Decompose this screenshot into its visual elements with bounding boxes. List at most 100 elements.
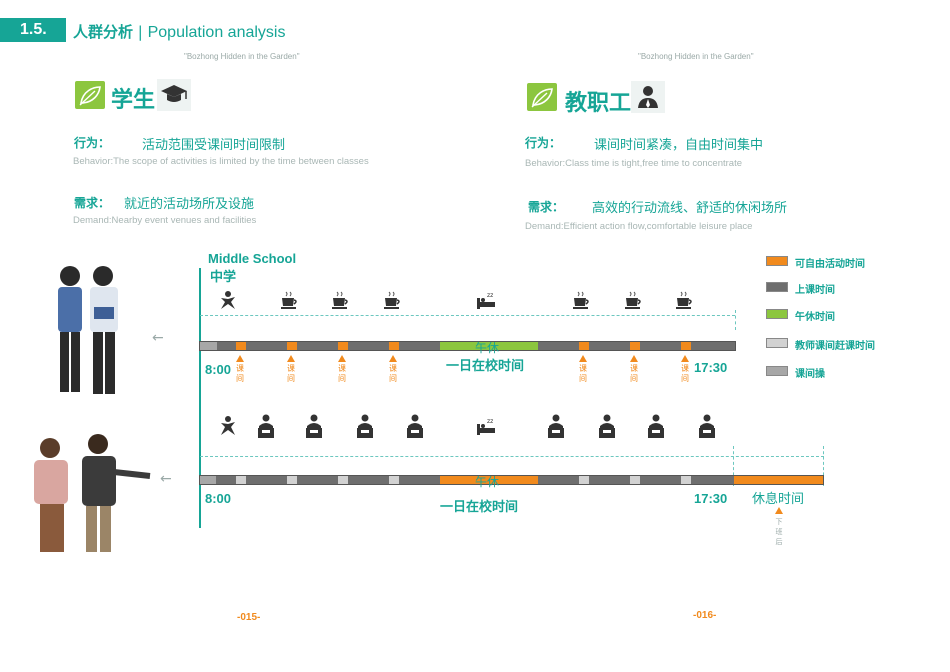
- students-figure: [58, 266, 118, 394]
- teacher-at-podium-icon: [548, 414, 564, 438]
- staff-behavior-label: 行为：: [525, 136, 562, 150]
- teacher-start-time: 8:00: [205, 491, 232, 506]
- student-behavior-text: 活动范围受课间时间限制: [142, 138, 286, 153]
- bar-segment-lunch: [440, 476, 538, 484]
- break-marker: [389, 355, 397, 362]
- coffee-cup-icon: [281, 291, 297, 309]
- teacher-at-podium-icon: [258, 414, 274, 438]
- student-start-time: 8:00: [205, 362, 232, 377]
- student-demand-text: 就近的活动场所及设施: [124, 197, 255, 212]
- graduation-cap-icon: [157, 79, 191, 111]
- legend-swatch: [766, 366, 788, 376]
- break-marker: [579, 355, 587, 362]
- student-behavior-label: 行为：: [74, 136, 111, 150]
- bar-segment-rush: [287, 476, 297, 484]
- legend-label: 上课时间: [795, 285, 835, 296]
- teacher-end-time: 17:30: [694, 491, 728, 506]
- rest-time-label: 休息时间: [752, 492, 805, 507]
- after-work-label: 下班后: [775, 518, 783, 546]
- student-schedule-bar: [199, 341, 736, 351]
- legend-swatch: [766, 338, 788, 348]
- section-number-badge: 1.5.: [0, 18, 66, 42]
- coffee-cup-icon: [676, 291, 692, 309]
- coffee-cup-icon: [332, 291, 348, 309]
- teacher-at-podium-icon: [407, 414, 423, 438]
- bar-segment-rush: [579, 476, 589, 484]
- bar-segment-break: [579, 342, 589, 350]
- timeline-header-en: Middle School: [208, 251, 297, 266]
- legend-label: 课间操: [795, 369, 825, 380]
- subtitle-left: "Bozhong Hidden in the Garden": [184, 52, 300, 61]
- student-demand-label: 需求：: [74, 196, 111, 210]
- staff-demand-en: Demand:Efficient action flow,comfortable…: [525, 221, 753, 232]
- section-title-en: Population analysis: [147, 24, 286, 41]
- break-label: 课间: [389, 364, 397, 383]
- bar-segment-break: [338, 342, 348, 350]
- bar-segment-rush: [236, 476, 246, 484]
- teacher-day-label: 一日在校时间: [440, 500, 519, 515]
- bar-segment-break: [681, 342, 691, 350]
- subtitle-right: "Bozhong Hidden in the Garden": [638, 52, 754, 61]
- sleeping-bed-icon: zz: [477, 418, 495, 435]
- break-label: 课间: [579, 364, 587, 383]
- teacher-schedule-bar: [199, 475, 824, 485]
- bar-segment-rush: [338, 476, 348, 484]
- break-marker: [287, 355, 295, 362]
- break-label: 课间: [236, 364, 244, 383]
- after-work-marker: [775, 507, 783, 514]
- student-day-label: 一日在校时间: [446, 359, 525, 374]
- student-demand-en: Demand:Nearby event venues and facilitie…: [73, 215, 257, 226]
- staff-behavior-text: 课间时间紧凑，自由时间集中: [594, 138, 764, 153]
- student-lunch-label: 午休: [475, 341, 500, 355]
- teacher-at-podium-icon: [357, 414, 373, 438]
- section-title-sep: |: [133, 23, 148, 41]
- legend-label: 教师课间赶课时间: [795, 341, 875, 352]
- teacher-lunch-label: 午休: [475, 475, 500, 489]
- page-number-right: -016-: [693, 610, 717, 621]
- teacher-dashed-divider: [733, 446, 734, 486]
- student-role-title: 学生: [111, 88, 156, 113]
- running-teacher-icon: [221, 416, 235, 435]
- teacher-dashed-line: [200, 456, 824, 457]
- section-title-zh: 人群分析: [73, 23, 134, 41]
- student-dashed-end: [735, 310, 736, 330]
- bar-segment-rush: [630, 476, 640, 484]
- break-marker: [338, 355, 346, 362]
- bar-segment-exercise: [200, 342, 217, 350]
- break-marker: [630, 355, 638, 362]
- bar-segment-rush: [681, 476, 691, 484]
- svg-text:zz: zz: [487, 292, 493, 299]
- staff-role-title: 教职工: [565, 91, 632, 116]
- bar-segment-exercise: [200, 476, 216, 484]
- timeline-header-zh: 中学: [210, 270, 237, 285]
- teacher-at-podium-icon: [599, 414, 615, 438]
- bar-segment-rush: [389, 476, 399, 484]
- svg-text:zz: zz: [487, 418, 493, 425]
- bar-segment-break: [236, 342, 246, 350]
- arrow-left-icon: ←: [152, 330, 164, 346]
- legend-label: 可自由活动时间: [795, 259, 865, 270]
- leaf-logo-icon: [527, 83, 557, 111]
- teacher-at-podium-icon: [648, 414, 664, 438]
- leaf-logo-icon: [75, 81, 105, 109]
- coffee-cup-icon: [625, 291, 641, 309]
- student-behavior-en: Behavior:The scope of activities is limi…: [73, 156, 369, 167]
- break-label: 课间: [338, 364, 346, 383]
- legend-swatch: [766, 256, 788, 266]
- legend-swatch: [766, 282, 788, 292]
- legend-label: 午休时间: [795, 312, 835, 323]
- student-end-time: 17:30: [694, 360, 728, 375]
- coffee-cup-icon: [573, 291, 589, 309]
- sleeping-bed-icon: zz: [477, 292, 495, 309]
- break-marker: [236, 355, 244, 362]
- break-marker: [681, 355, 689, 362]
- arrow-left-icon: ←: [160, 471, 172, 487]
- staff-behavior-en: Behavior:Class time is tight,free time t…: [525, 158, 743, 169]
- break-label: 课间: [287, 364, 295, 383]
- page-number-left: -015-: [237, 612, 261, 623]
- bar-segment-break: [389, 342, 399, 350]
- teacher-dashed-end: [823, 446, 824, 486]
- teacher-at-podium-icon: [306, 414, 322, 438]
- legend-swatch: [766, 309, 788, 319]
- businessman-icon: [631, 81, 665, 113]
